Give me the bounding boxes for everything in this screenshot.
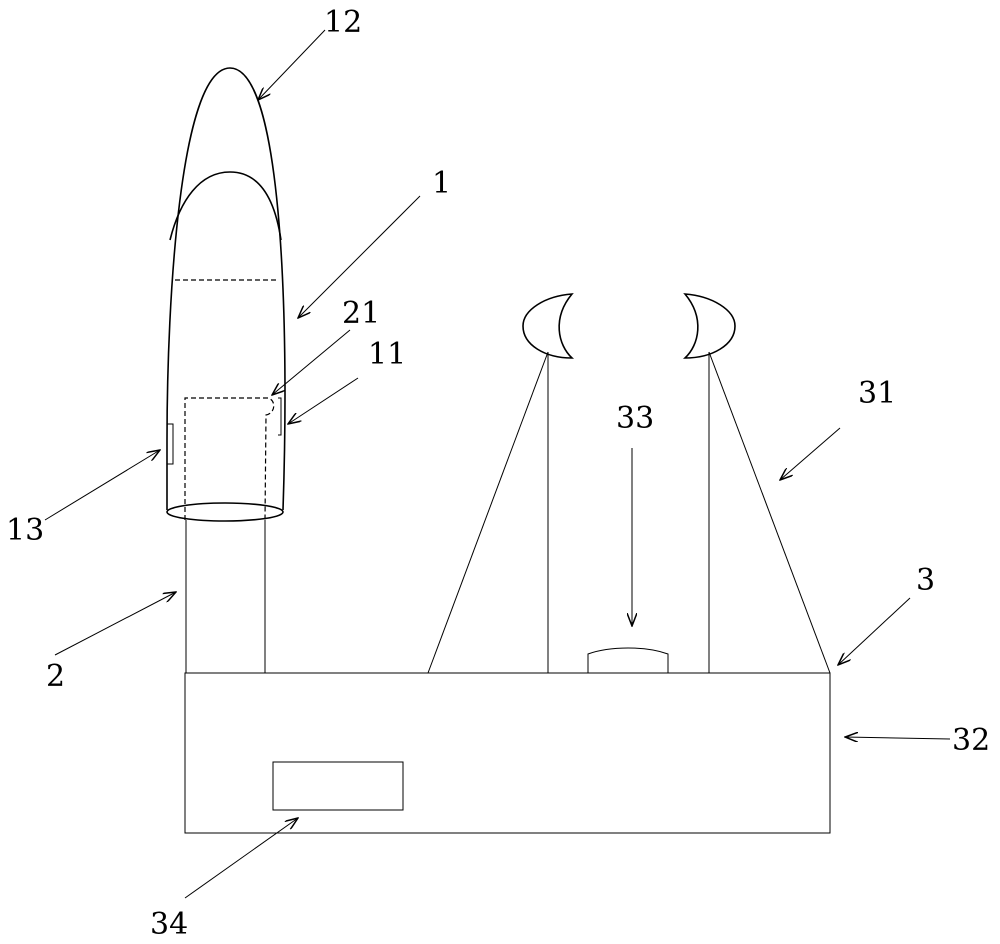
right-crescent: [682, 293, 736, 359]
panel-34: [272, 761, 404, 811]
cup-33: [587, 647, 669, 673]
label-12: 12: [324, 5, 362, 40]
label-1: 1: [432, 166, 451, 201]
label-34: 34: [150, 907, 188, 942]
label-3: 3: [916, 563, 935, 598]
sleeve-opening: [166, 502, 284, 522]
inner-dashed-chamber: [184, 397, 275, 521]
part-13-strip: [167, 423, 174, 465]
label-11: 11: [368, 337, 406, 372]
frame-31: [427, 293, 831, 674]
sleeve-outer: [166, 67, 286, 511]
base-32: [184, 672, 831, 834]
label-2: 2: [46, 659, 65, 694]
part-11-strip: [278, 397, 282, 436]
base-box: [184, 672, 831, 834]
label-31: 31: [858, 376, 896, 411]
label-21: 21: [342, 296, 380, 331]
label-33: 33: [616, 401, 654, 436]
label-32: 32: [952, 723, 990, 758]
reference-numerals: 12 1 21 11 13 2 33 31 3 32 34: [6, 5, 990, 942]
finger-sleeve: [166, 67, 286, 522]
sleeve-inner-arch: [169, 171, 282, 241]
left-crescent: [522, 293, 575, 359]
post-2: [185, 520, 266, 673]
leader-arrows: [44, 29, 951, 899]
label-13: 13: [6, 513, 44, 548]
